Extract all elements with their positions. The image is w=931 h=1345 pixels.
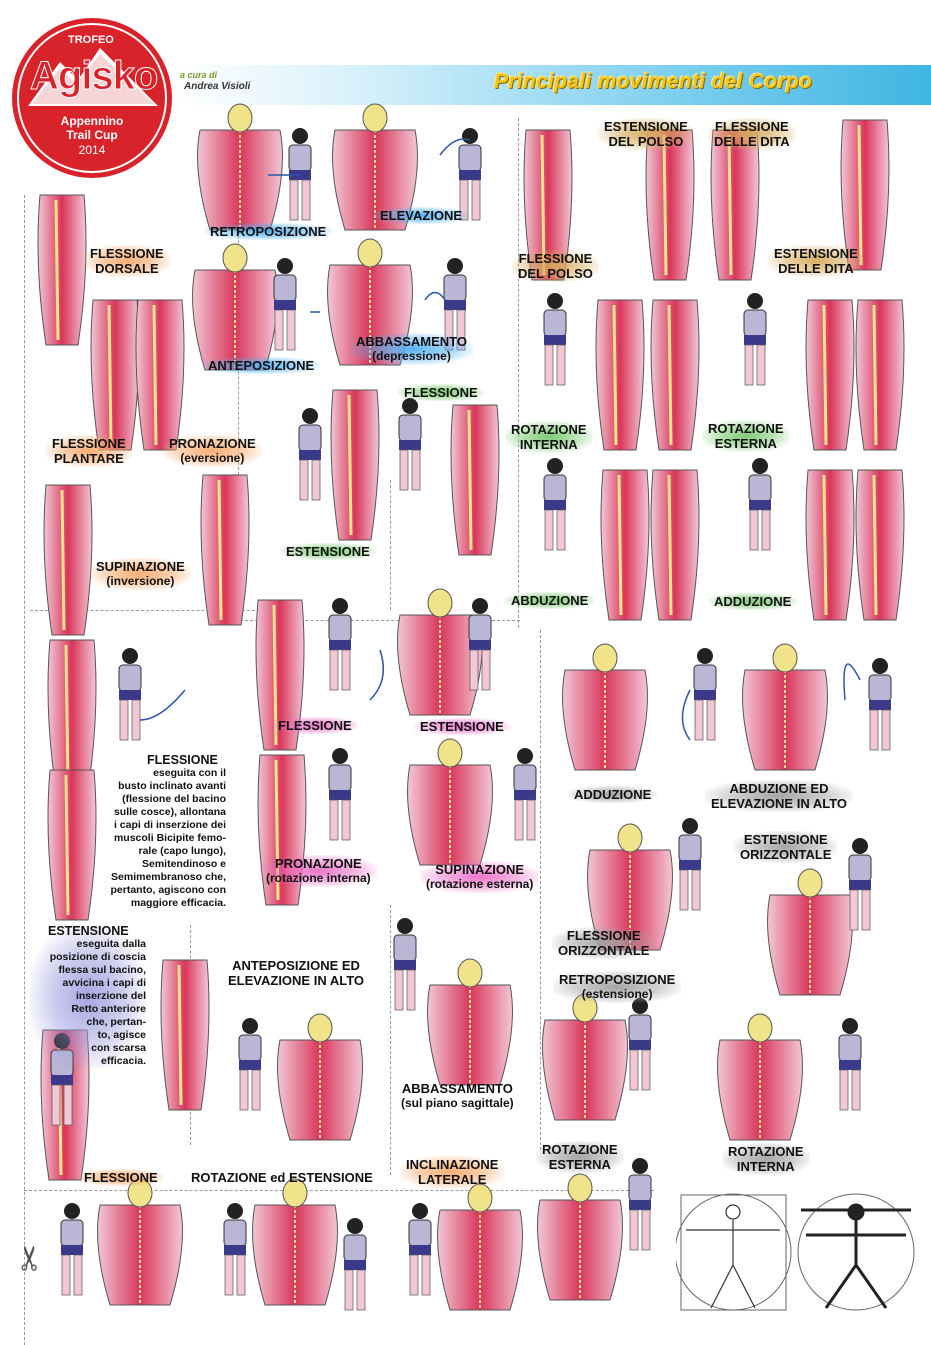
desc-line: pertanto, agiscono con xyxy=(110,884,226,896)
desc-line: che, pertan- xyxy=(86,1016,146,1028)
desc-line: avvicina i capi di xyxy=(62,977,146,989)
guide-line xyxy=(30,610,260,611)
guide-line xyxy=(240,620,520,621)
description-estensione-coscia: ESTENSIONE eseguita dalla posizione di c… xyxy=(30,925,146,1068)
vitruvian-man-icon xyxy=(676,1193,915,1311)
description-flessione-coscia: FLESSIONE eseguita con il busto inclinat… xyxy=(100,754,226,910)
label-abbassamento: ABBASSAMENTO(depressione) xyxy=(350,333,473,365)
curator-name: Andrea Visioli xyxy=(184,81,251,92)
curator-prefix: a cura di xyxy=(180,70,218,80)
desc-line: inserzione del xyxy=(75,990,146,1002)
desc-line: efficacia. xyxy=(101,1055,146,1067)
desc-line: muscoli Bicipite femo- xyxy=(113,832,226,844)
desc-line: to, agisce xyxy=(97,1029,146,1041)
page-title: Principali movimenti del Corpo xyxy=(494,70,813,93)
guide-line xyxy=(390,905,391,1175)
guide-line xyxy=(540,630,541,1150)
logo-top: TROFEO xyxy=(68,34,114,46)
label-pronazione-piede: PRONAZIONE(eversione) xyxy=(163,435,262,467)
label-supinazione-avambraccio: SUPINAZIONE(rotazione esterna) xyxy=(420,861,540,893)
label-flessione-gomito: FLESSIONE xyxy=(272,717,358,734)
label-adduzione-spalla: ADDUZIONE xyxy=(568,786,658,803)
desc-line: eseguita dalla xyxy=(76,938,146,950)
desc-line: sulle cosce), allontana xyxy=(113,806,226,818)
label-estensione-gomito: ESTENSIONE xyxy=(414,718,510,735)
scissors-icon: ✂ xyxy=(11,1243,50,1273)
guide-line xyxy=(24,1190,654,1191)
description-estensione-head: ESTENSIONE xyxy=(48,924,129,938)
label-anteposizione: ANTEPOSIZIONE xyxy=(202,357,321,374)
desc-line: eseguita con il xyxy=(153,767,226,779)
guide-line xyxy=(24,195,25,1345)
label-flessione-tronco: FLESSIONE xyxy=(78,1169,164,1186)
label-elevazione: ELEVAZIONE xyxy=(374,207,469,224)
desc-line: con scarsa xyxy=(91,1042,146,1054)
desc-line: maggiore efficacia. xyxy=(130,897,226,909)
desc-line: Retto anteriore xyxy=(71,1003,146,1015)
guide-line xyxy=(518,118,519,628)
desc-line: i capi di inserzione dei xyxy=(113,819,226,831)
label-abduzione-anca: ABDUZIONE xyxy=(505,592,595,609)
label-rotazione-estensione: ROTAZIONE ed ESTENSIONE xyxy=(191,1170,373,1185)
label-retroposizione-estensione: RETROPOSIZIONE(estensione) xyxy=(553,971,682,1003)
label-pronazione-avambraccio: PRONAZIONE(rotazione interna) xyxy=(260,855,377,887)
header-banner xyxy=(175,65,931,105)
logo-line2: Trail Cup xyxy=(66,128,118,142)
desc-line: posizione di coscia xyxy=(49,951,146,963)
desc-line: Semimembranoso che, xyxy=(111,871,226,883)
guide-line xyxy=(390,480,391,610)
description-flessione-head: FLESSIONE xyxy=(147,753,218,767)
label-supinazione-piede: SUPINAZIONE(inversione) xyxy=(90,558,191,590)
logo-year: 2014 xyxy=(78,143,106,157)
label-estensione-anca: ESTENSIONE xyxy=(280,543,376,560)
desc-line: Semitendinoso e xyxy=(141,858,226,870)
desc-line: flessa sul bacino, xyxy=(58,964,146,976)
label-retroposizione: RETROPOSIZIONE xyxy=(204,223,333,240)
agisko-logo: TROFEO Agisko Appennino Trail Cup 2014 xyxy=(8,14,176,182)
logo-line1: Appennino xyxy=(60,114,124,128)
desc-line: busto inclinato avanti xyxy=(118,780,226,792)
label-adduzione-anca: ADDUZIONE xyxy=(708,593,798,610)
label-abbassamento-sagittale: ABBASSAMENTO(sul piano sagittale) xyxy=(401,1081,514,1110)
label-flessione-anca: FLESSIONE xyxy=(398,384,484,401)
desc-line: rale (capo lungo), xyxy=(138,845,226,857)
desc-line: (flessione del bacino xyxy=(122,793,226,805)
logo-brand: Agisko xyxy=(29,54,158,99)
